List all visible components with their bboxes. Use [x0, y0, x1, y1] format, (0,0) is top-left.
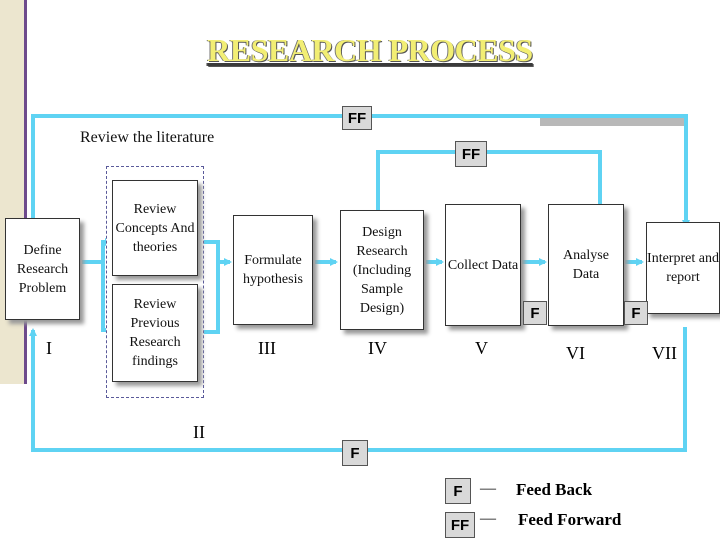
decorative-side-line	[24, 0, 27, 384]
arrow-concepts-to-hypothesis	[198, 240, 232, 266]
step-analyse-data: Analyse Data	[548, 204, 624, 326]
step-formulate-hypothesis: Formulate hypothesis	[233, 215, 313, 325]
review-literature-label: Review the literature	[80, 129, 215, 146]
decorative-side-bar	[0, 0, 24, 384]
marker-ff-inner: FF	[455, 141, 487, 167]
step-define-problem-label: Define Research Problem	[16, 242, 69, 296]
step-review-concepts: Review Concepts And theories	[112, 180, 198, 276]
step-review-concepts-label: Review Concepts And theories	[115, 201, 195, 255]
arrow-findings-to-hypothesis	[198, 262, 220, 334]
page-title: RESEARCH PROCESS	[207, 32, 533, 68]
step-design-research: Design Research (Including Sample Design…	[340, 210, 424, 330]
legend-f-marker: F	[445, 478, 471, 504]
numeral-iii: III	[258, 338, 276, 358]
marker-f-bottom: F	[342, 440, 368, 466]
marker-f-analyse: F	[624, 301, 648, 325]
step-formulate-hypothesis-label: Formulate hypothesis	[243, 253, 303, 287]
step-review-findings: Review Previous Research findings	[112, 284, 198, 382]
step-interpret-report: Interpret and report	[646, 222, 720, 314]
legend-feedback-dash: —	[480, 480, 496, 497]
legend-feedforward-label: Feed Forward	[518, 510, 622, 529]
step-review-findings-label: Review Previous Research findings	[129, 297, 181, 369]
numeral-ii: II	[193, 422, 205, 442]
legend-feedback-label: Feed Back	[516, 480, 593, 499]
marker-ff-top: FF	[342, 106, 372, 130]
step-analyse-data-label: Analyse Data	[563, 248, 609, 282]
step-collect-data-label: Collect Data	[447, 257, 519, 273]
marker-f-collect: F	[523, 301, 547, 325]
step-interpret-report-label: Interpret and report	[647, 251, 719, 285]
legend-feedforward-dash: —	[480, 510, 496, 527]
step-collect-data: Collect Data	[445, 204, 521, 326]
decorative-corner-bar	[540, 116, 686, 126]
step-define-problem: Define Research Problem	[5, 218, 80, 320]
step-design-research-label: Design Research (Including Sample Design…	[352, 224, 412, 316]
numeral-i: I	[46, 338, 52, 358]
feedforward-inner-loop	[376, 150, 602, 220]
numeral-v: V	[475, 338, 488, 358]
legend-ff-marker: FF	[445, 512, 475, 538]
numeral-vii: VII	[652, 343, 677, 363]
numeral-vi: VI	[566, 343, 585, 363]
numeral-iv: IV	[368, 338, 387, 358]
